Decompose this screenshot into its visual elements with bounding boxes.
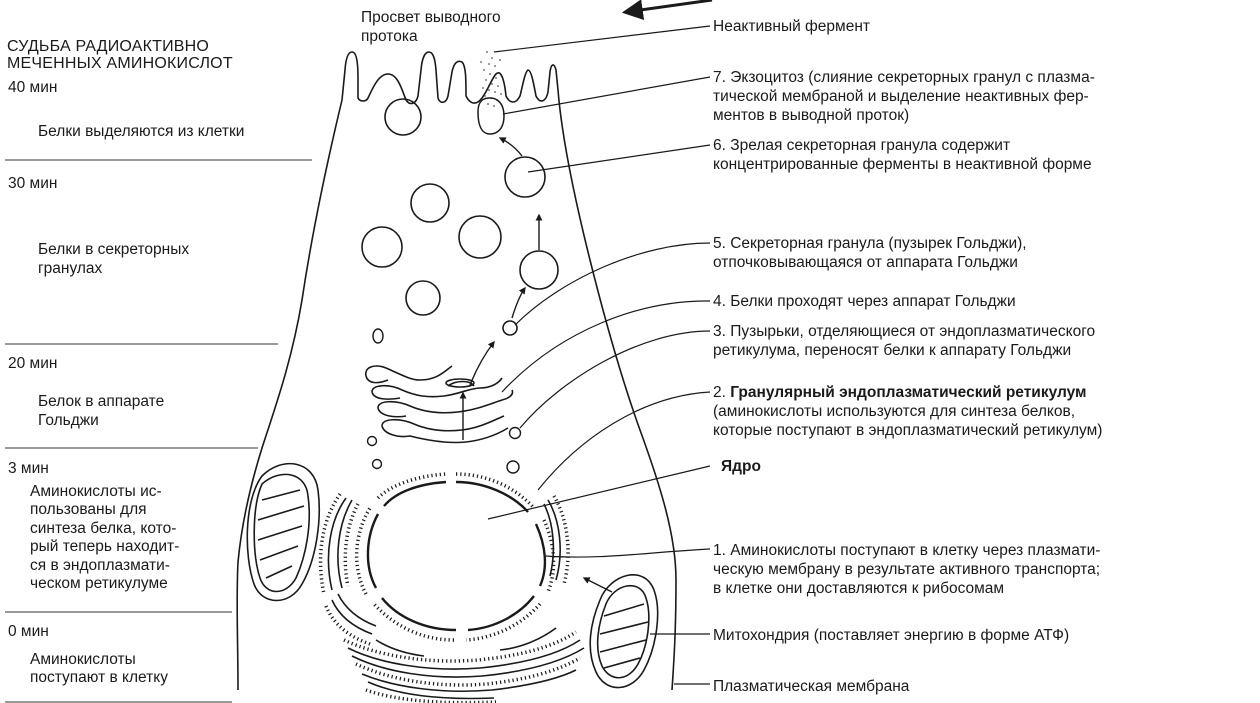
arrow-mito-energy	[584, 578, 612, 592]
leader-step3	[520, 331, 710, 428]
granule-3	[362, 227, 402, 267]
rough-er	[328, 498, 584, 698]
secretory-granules	[362, 99, 558, 335]
golgi-vesicle-bud	[503, 321, 517, 335]
granule-1	[385, 99, 421, 135]
ribosomes	[321, 494, 580, 703]
leader-step6	[528, 145, 710, 172]
granule-mature	[505, 157, 545, 197]
exocytosis-granule	[478, 98, 504, 134]
transport-arrows	[463, 138, 612, 592]
mitochondrion-right	[590, 575, 657, 688]
arrow-golgi-bud	[470, 342, 494, 385]
leader-step4	[502, 301, 710, 392]
timeline-separators	[5, 160, 312, 702]
plasma-membrane-outline	[237, 52, 676, 690]
granule-2	[411, 184, 449, 222]
leader-step2	[538, 392, 710, 490]
leader-step5	[515, 243, 710, 325]
arrow-to-exocytosis	[500, 138, 522, 156]
mitochondrion-left	[247, 464, 319, 601]
nucleus	[357, 474, 554, 640]
granule-5	[406, 281, 440, 315]
granule-4	[459, 216, 501, 258]
golgi-apparatus	[366, 366, 513, 443]
arrow-to-granule	[512, 288, 525, 318]
top-arrow	[626, 0, 712, 12]
leader-inactive-enzyme	[494, 26, 710, 52]
granule-6	[520, 251, 558, 289]
leader-nucleus	[488, 466, 710, 519]
leader-step1	[546, 549, 710, 557]
